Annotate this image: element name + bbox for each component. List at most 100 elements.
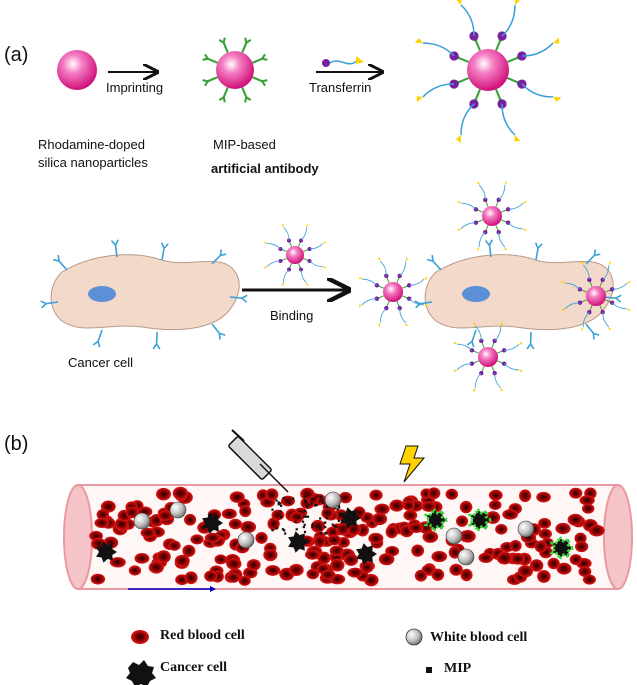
legend-red-blood-cell-label: Red blood cell	[160, 628, 245, 643]
mip-dot	[282, 497, 285, 500]
red-blood-cell	[385, 525, 398, 539]
transferrin-icon	[322, 56, 364, 67]
mip-dot	[311, 525, 314, 528]
red-blood-cell	[265, 488, 279, 501]
red-blood-cell	[204, 532, 221, 543]
red-blood-cell	[239, 505, 252, 518]
cancer-cell	[467, 506, 494, 534]
mip-dot	[271, 529, 274, 532]
mip-dot	[303, 495, 306, 498]
white-blood-cell	[457, 548, 475, 566]
red-blood-cell	[94, 517, 110, 528]
cancer-cell-left	[40, 239, 248, 350]
red-blood-cell	[172, 486, 189, 500]
red-blood-cell	[184, 513, 197, 526]
mip-dot	[303, 509, 306, 512]
red-blood-cell	[190, 534, 204, 545]
red-blood-cell	[538, 528, 552, 540]
legend-red-blood-cell-icon	[131, 630, 149, 644]
conjugate-small	[263, 223, 327, 287]
cancer-cell-bound	[414, 239, 622, 350]
red-blood-cell	[265, 565, 281, 576]
mip-antibody	[202, 37, 268, 103]
panel-label-b: (b)	[4, 433, 29, 455]
white-blood-cell	[324, 491, 342, 509]
mip-dot	[279, 502, 282, 505]
binding-label: Binding	[270, 308, 314, 323]
red-blood-cell	[556, 562, 572, 575]
red-blood-cell	[140, 527, 156, 539]
red-blood-cell	[263, 548, 278, 562]
cancer-cell	[202, 512, 223, 534]
conjugate-top	[457, 181, 527, 251]
panel-label-a: (a)	[4, 44, 29, 66]
nanoparticle	[57, 50, 97, 90]
conjugate-right	[561, 261, 631, 331]
mip-dot	[306, 515, 310, 518]
transferrin-conjugate	[414, 0, 562, 144]
mip-dot	[305, 500, 308, 503]
red-blood-cell	[343, 553, 359, 566]
red-blood-cell	[204, 570, 218, 582]
mip-dot	[277, 501, 280, 504]
red-blood-cell	[431, 568, 445, 581]
red-blood-cell	[125, 506, 139, 519]
red-blood-cell	[509, 539, 522, 552]
mip-dot	[275, 527, 279, 530]
transferrin-label: Transferrin	[309, 80, 372, 95]
mip-dot	[294, 520, 297, 523]
mip-dot	[305, 505, 309, 508]
red-blood-cell	[414, 569, 428, 582]
red-blood-cell	[517, 565, 534, 578]
flow-arrowhead	[210, 586, 216, 592]
red-blood-cell	[305, 549, 321, 560]
mip-dot	[277, 503, 280, 506]
red-blood-cell	[581, 503, 595, 514]
cancer-cell-label: Cancer cell	[68, 355, 134, 370]
red-blood-cell	[321, 507, 335, 519]
red-blood-cell	[536, 491, 551, 503]
vessel-contents	[89, 486, 605, 587]
red-blood-cell	[421, 501, 437, 512]
red-blood-cell	[574, 541, 589, 553]
mip-dot	[331, 523, 334, 526]
red-blood-cell	[402, 500, 415, 511]
mip-dot	[318, 525, 322, 528]
mip-dot	[283, 529, 286, 532]
syringe-icon	[228, 429, 289, 493]
mip-dot	[303, 530, 307, 534]
mip-dot	[333, 525, 336, 528]
mip-dot	[335, 525, 338, 528]
red-blood-cell	[271, 509, 285, 521]
conjugate-left	[358, 257, 428, 327]
mip-dot	[311, 523, 314, 526]
red-blood-cell	[267, 517, 280, 531]
red-blood-cell	[502, 509, 519, 520]
red-blood-cell	[449, 563, 463, 576]
red-blood-cell	[588, 524, 605, 537]
red-blood-cell	[289, 511, 305, 522]
red-blood-cell	[574, 532, 587, 544]
red-blood-cell	[330, 558, 345, 572]
mip-dot	[301, 520, 305, 523]
red-blood-cell	[288, 563, 304, 577]
mip-dot	[321, 499, 324, 502]
cancer-cell	[549, 534, 576, 562]
red-blood-cell	[495, 523, 508, 535]
red-blood-cell	[459, 529, 476, 543]
mip-label-line1: MIP-based	[213, 137, 276, 152]
red-blood-cell	[538, 517, 552, 529]
red-blood-cell	[255, 532, 268, 544]
mip-dot	[279, 510, 282, 513]
red-blood-cell	[567, 513, 584, 526]
mip-dot	[324, 511, 327, 514]
mip-dot	[271, 508, 274, 511]
red-blood-cell	[456, 515, 469, 527]
cancer-cell	[356, 543, 377, 565]
red-blood-cell	[369, 489, 383, 501]
red-blood-cell	[246, 559, 261, 571]
legend-white-blood-cell-label: White blood cell	[430, 630, 528, 645]
red-blood-cell	[174, 554, 190, 567]
mip-dot	[291, 497, 295, 500]
